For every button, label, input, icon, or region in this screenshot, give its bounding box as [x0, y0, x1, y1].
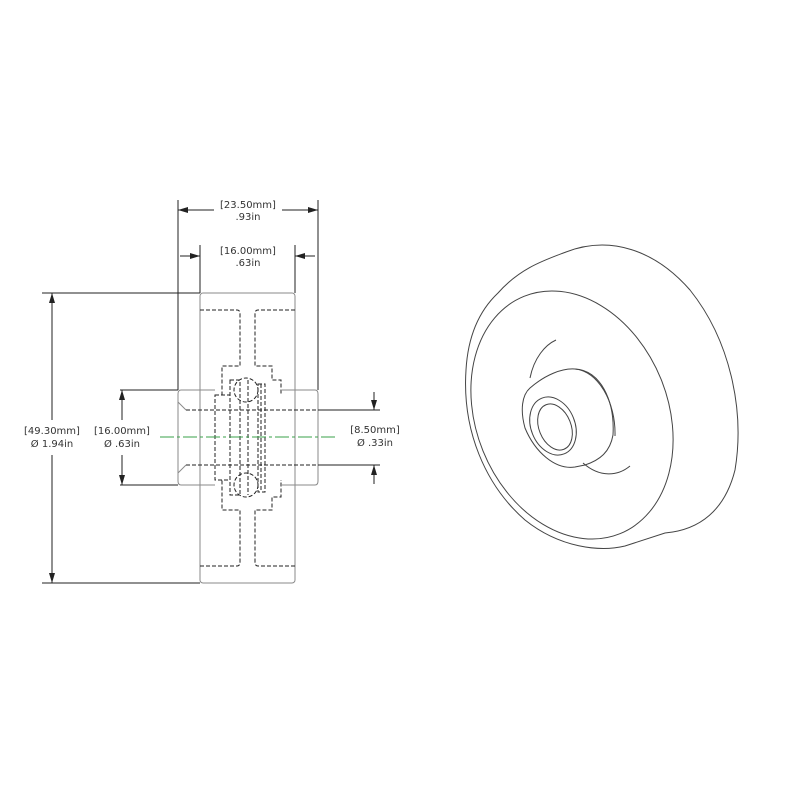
dimension-outer-diameter: [49.30mm] Ø 1.94in [24, 292, 200, 584]
hub-diameter-mm: [16.00mm] [94, 426, 150, 437]
outer-diameter-in: Ø 1.94in [31, 438, 73, 450]
hub-diameter-in: Ø .63in [104, 438, 140, 450]
bore-outer [529, 396, 577, 456]
bore-diameter-in: Ø .33in [357, 437, 393, 449]
wheel-outline [199, 292, 296, 584]
side-view [120, 292, 380, 584]
hidden-web-profile [200, 309, 295, 567]
rim-width-in: .63in [235, 258, 260, 269]
dimension-overall-width: [23.50mm] .93in [177, 200, 319, 390]
wheel-tread [465, 244, 739, 549]
outer-diameter-mm: [49.30mm] [24, 426, 80, 437]
bore-inner [537, 403, 573, 451]
dimension-bore-diameter: [8.50mm] Ø .33in [350, 392, 400, 484]
rim-width-mm: [16.00mm] [220, 246, 276, 257]
isometric-view [465, 244, 739, 549]
overall-width-in: .93in [235, 212, 260, 223]
wheel-face [470, 290, 674, 540]
bore-diameter-mm: [8.50mm] [350, 425, 400, 436]
dimension-rim-width: [16.00mm] .63in [180, 245, 315, 293]
hub-iso [521, 368, 614, 468]
overall-width-mm: [23.50mm] [220, 200, 276, 211]
dimension-hub-diameter: [16.00mm] Ø .63in [94, 390, 150, 485]
